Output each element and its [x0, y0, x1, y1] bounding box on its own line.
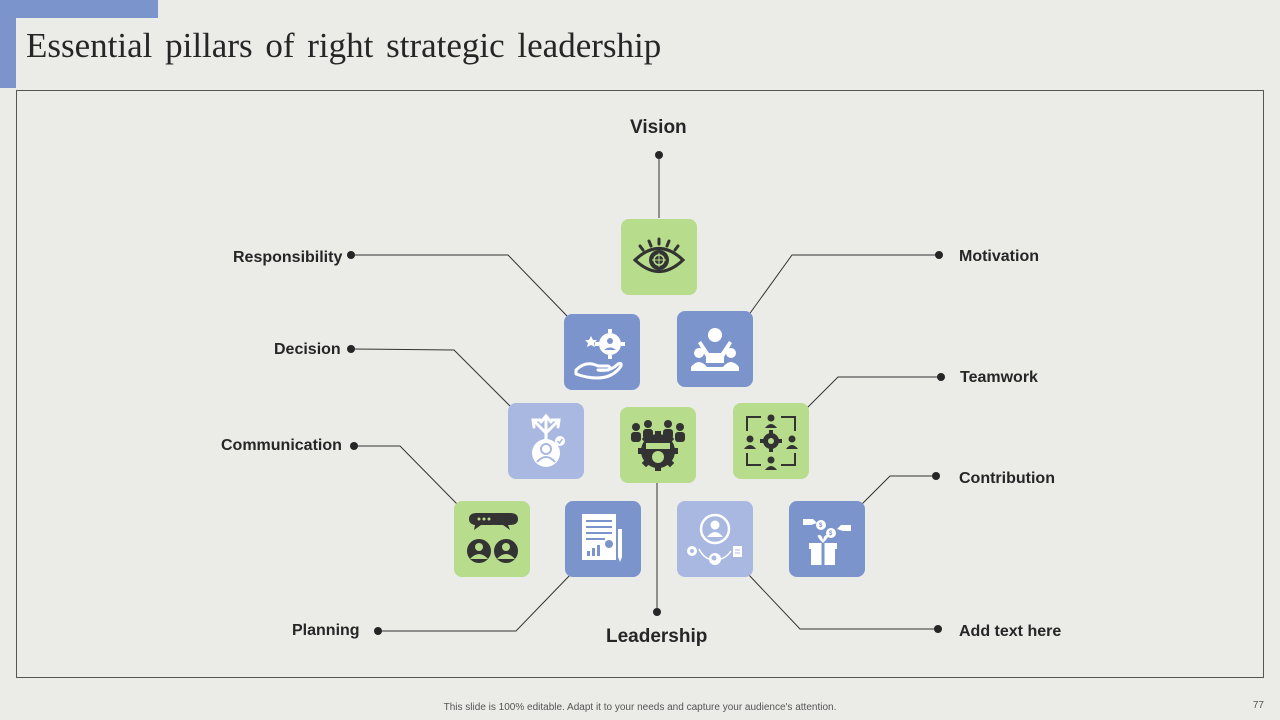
contribution-gift-icon: $$	[803, 519, 851, 565]
teamwork-tile	[733, 403, 809, 479]
decision-connector	[350, 348, 511, 407]
contribution-connector	[859, 475, 936, 507]
leadership-label: Leadership	[606, 626, 708, 647]
teamwork-label: Teamwork	[960, 369, 1038, 386]
accent-bar	[0, 0, 158, 18]
motivation-connector	[747, 254, 939, 317]
teamwork-dot	[937, 373, 945, 381]
planning-label: Planning	[292, 622, 360, 639]
add-text-connector	[747, 573, 938, 630]
responsibility-connector	[351, 254, 569, 318]
page-number: 77	[1252, 700, 1264, 711]
add-text-label: Add text here	[959, 623, 1062, 640]
responsibility-label: Responsibility	[233, 249, 343, 266]
report-document-icon	[582, 514, 622, 562]
footer-note: This slide is 100% editable. Adapt it to…	[443, 702, 837, 713]
person-search-icon	[687, 513, 742, 565]
planning-tile	[565, 501, 641, 577]
contribution-dot	[932, 472, 940, 480]
accent-side-bar	[0, 0, 16, 88]
leadership-tile	[620, 407, 696, 483]
communication-dot	[350, 442, 358, 450]
communication-label: Communication	[221, 437, 342, 454]
svg-text:$: $	[819, 523, 823, 529]
contribution-tile: $$	[789, 501, 865, 577]
motivation-dot	[935, 251, 943, 259]
contribution-label: Contribution	[959, 470, 1055, 487]
motivation-tile	[677, 311, 753, 387]
add-text-dot	[934, 625, 942, 633]
decision-arrows-icon	[531, 413, 565, 467]
hand-gear-icon	[574, 329, 625, 380]
decision-tile	[508, 403, 584, 479]
diagram-frame	[16, 90, 1264, 678]
slide-title: Essential pillars of right strategic lea…	[26, 26, 662, 65]
svg-text:$: $	[829, 531, 833, 537]
decision-dot	[347, 345, 355, 353]
teamwork-network-icon	[744, 414, 798, 470]
vision-dot	[655, 151, 663, 159]
responsibility-tile	[564, 314, 640, 390]
leadership-dot	[653, 608, 661, 616]
responsibility-dot	[347, 251, 355, 259]
communication-connector	[354, 445, 459, 506]
communication-tile	[454, 501, 530, 577]
planning-dot	[374, 627, 382, 635]
vision-label: Vision	[630, 117, 687, 138]
eye-icon	[632, 237, 686, 273]
team-gear-icon	[631, 420, 685, 471]
add-text-tile	[677, 501, 753, 577]
decision-label: Decision	[274, 341, 341, 358]
teamwork-connector	[805, 376, 941, 410]
chat-people-icon	[467, 513, 518, 563]
vision-tile	[621, 219, 697, 295]
planning-connector	[378, 572, 573, 632]
team-leader-icon	[691, 328, 739, 371]
motivation-label: Motivation	[959, 248, 1039, 265]
